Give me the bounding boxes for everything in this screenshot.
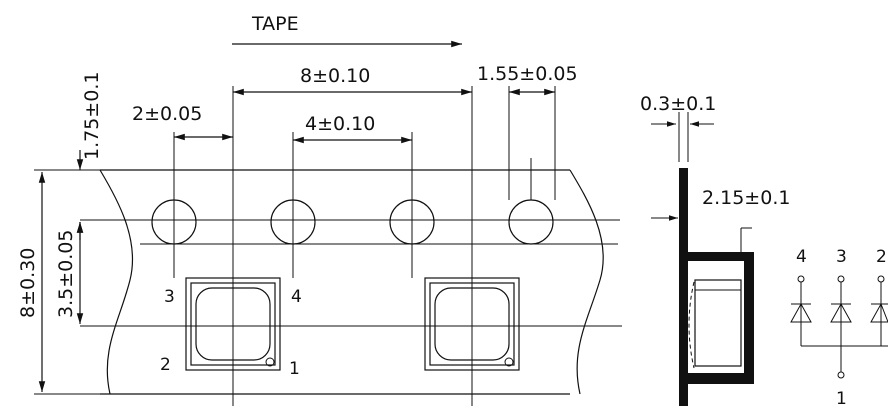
component-pocket <box>424 277 520 371</box>
pocket-pin-3: 3 <box>164 287 175 307</box>
sprocket-holes <box>151 199 554 245</box>
pocket-depth-label: 2.15±0.1 <box>702 187 790 209</box>
tape-cross-section: 0.3±0.1 2.15±0.1 <box>640 93 790 406</box>
hole-to-pocket-label: 2±0.05 <box>132 103 202 125</box>
pocket-pin-1: 1 <box>289 359 300 379</box>
schematic-pin-4: 4 <box>796 247 807 267</box>
component-pocket <box>185 277 281 371</box>
tape-direction-label: TAPE <box>251 13 299 35</box>
tape-thickness-label: 0.3±0.1 <box>640 93 716 115</box>
schematic-pin-2: 2 <box>876 247 887 267</box>
sprocket-hole <box>508 199 554 245</box>
schematic-pin-1: 1 <box>836 389 847 409</box>
diode-schematic: 4 3 2 1 <box>790 247 888 409</box>
pocket-pin-2: 2 <box>160 355 171 375</box>
tape-outline <box>99 169 604 395</box>
edge-offset-label: 1.75±0.1 <box>81 72 103 160</box>
hole-pitch-label: 4±0.10 <box>305 113 375 135</box>
schematic-pin-3: 3 <box>836 247 847 267</box>
tape-width-label: 8±0.30 <box>17 248 39 318</box>
pitch-label: 8±0.10 <box>300 65 370 87</box>
center-offset-label: 3.5±0.05 <box>55 230 77 318</box>
pocket-pin-4: 4 <box>291 287 302 307</box>
hole-diameter-label: 1.55±0.05 <box>477 63 578 85</box>
